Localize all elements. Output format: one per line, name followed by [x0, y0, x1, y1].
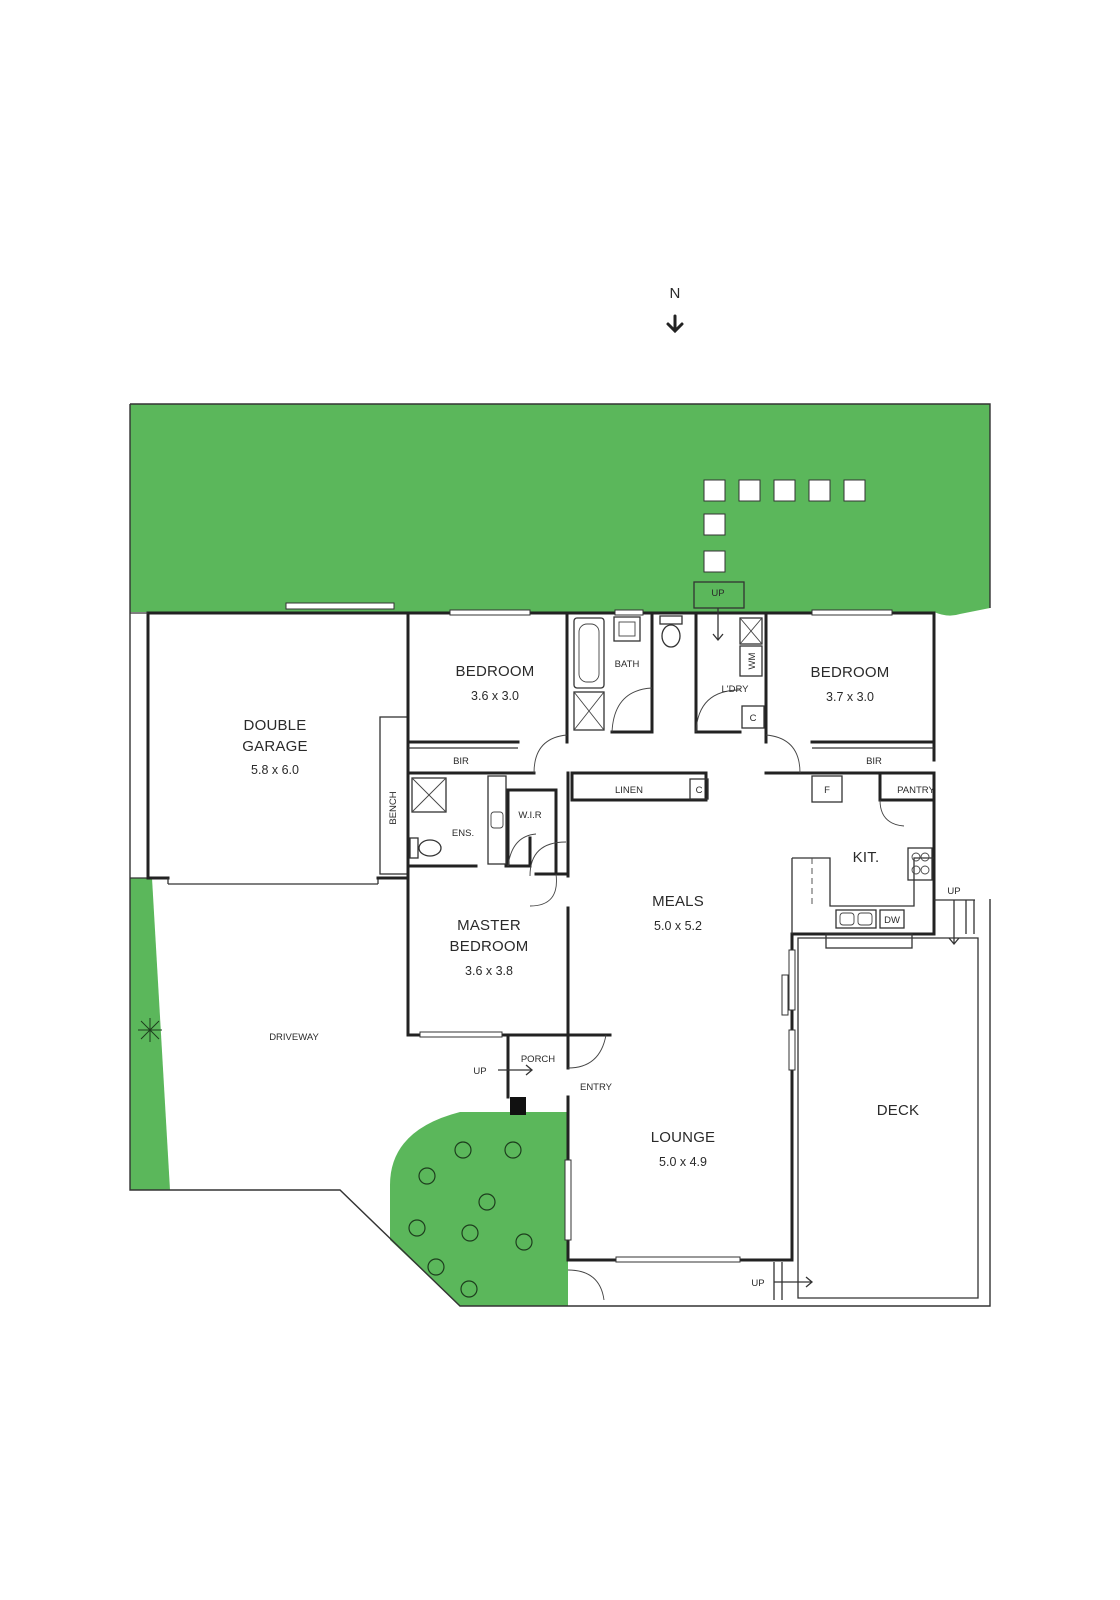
ensuite-vanity [487, 775, 507, 865]
pantry-label: PANTRY [897, 785, 935, 796]
washing-machine [739, 645, 763, 677]
lounge-dims: 5.0 x 4.9 [659, 1155, 707, 1169]
deck-up-label: UP [947, 886, 960, 897]
fridge [811, 775, 843, 803]
windows [419, 609, 893, 1263]
bir-label-2: BIR [866, 756, 882, 767]
wir-label: W.I.R [518, 810, 541, 821]
front-garden-bed [390, 1112, 568, 1306]
deck-steps [934, 899, 975, 946]
door-swings [507, 687, 905, 1301]
ensuite-shower [411, 777, 447, 813]
toilet-icon [659, 615, 683, 648]
garage-label-2: GARAGE [242, 738, 307, 755]
bedroom-3-dims: 3.7 x 3.0 [826, 690, 874, 704]
ensuite-label: ENS. [452, 828, 474, 839]
palm-icon [138, 1018, 162, 1042]
side-up-label: UP [751, 1278, 764, 1289]
rear-steps [693, 581, 745, 642]
bedroom-3-label: BEDROOM [811, 664, 890, 681]
ensuite-toilet-icon [409, 837, 442, 859]
bath-shower [573, 691, 605, 731]
meals-dims: 5.0 x 5.2 [654, 919, 702, 933]
kitchen-bench [791, 847, 934, 949]
bench-label: BENCH [388, 791, 399, 824]
master-bedroom-dims: 3.6 x 3.8 [465, 964, 513, 978]
driveway-label: DRIVEWAY [269, 1032, 319, 1043]
porch-up-label: UP [473, 1066, 486, 1077]
site-boundary [129, 403, 991, 1307]
laundry-cupboard [741, 705, 765, 729]
master-bedroom-label-2: BEDROOM [450, 938, 529, 955]
cupboard-label: C [750, 713, 757, 724]
dishwasher-label: DW [884, 915, 900, 926]
linen-cupboard-label: C [696, 785, 703, 796]
meals-label: MEALS [652, 893, 704, 910]
garden-trees [408, 1141, 533, 1298]
porch-label: PORCH [521, 1054, 555, 1065]
rear-up-label: UP [711, 588, 724, 599]
north-arrow-icon [666, 314, 684, 334]
compass-label: N [669, 285, 680, 302]
linen-label: LINEN [615, 785, 643, 796]
bedroom-2-dims: 3.6 x 3.0 [471, 689, 519, 703]
garage-label-1: DOUBLE [244, 717, 307, 734]
entry-label: ENTRY [580, 1082, 613, 1093]
bath-vanity [613, 616, 641, 642]
bath-label: BATH [615, 659, 640, 670]
bir-label-1: BIR [453, 756, 469, 767]
laundry-label: L'DRY [722, 684, 750, 695]
bedroom-2-label: BEDROOM [456, 663, 535, 680]
garage-dims: 5.8 x 6.0 [251, 763, 299, 777]
lounge-label: LOUNGE [651, 1129, 716, 1146]
porch-steps [498, 1064, 534, 1115]
wm-label: WM [747, 652, 758, 669]
deck-label: DECK [877, 1102, 919, 1119]
backyard-lawn [130, 404, 990, 616]
kitchen-label: KIT. [853, 849, 880, 866]
bathtub [573, 617, 605, 689]
deck [797, 937, 979, 1299]
fridge-label: F [824, 785, 830, 796]
side-steps [773, 1262, 814, 1300]
stepping-stones [703, 479, 866, 573]
linen-cupboard [689, 778, 709, 800]
master-bedroom-label-1: MASTER [457, 917, 521, 934]
laundry-trough [739, 617, 763, 645]
